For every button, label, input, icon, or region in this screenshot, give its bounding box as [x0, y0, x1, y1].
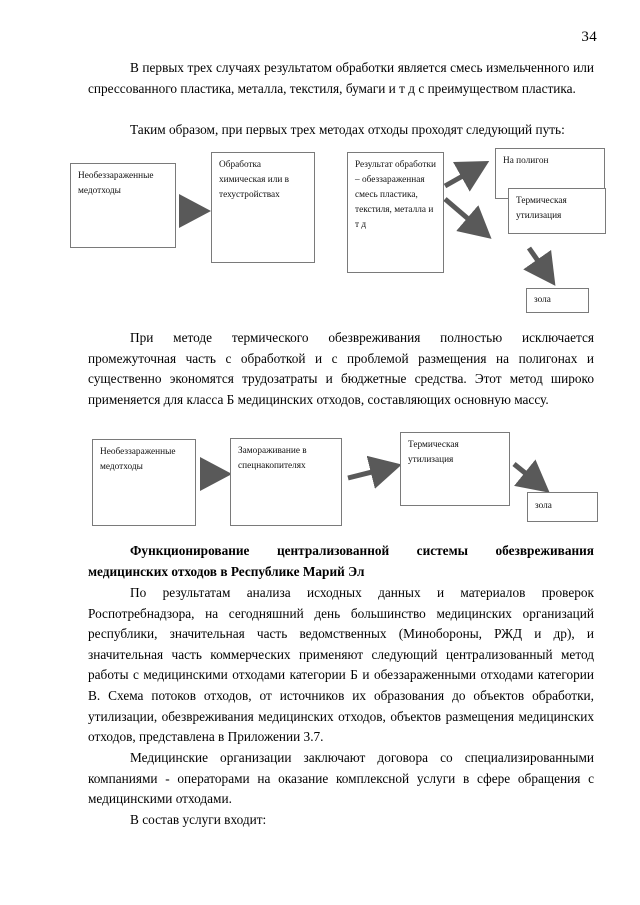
- flowchart-thermal-path: Необеззараженные медотходы Замораживание…: [92, 432, 598, 526]
- paragraph-service-includes: В состав услуги входит:: [130, 812, 267, 827]
- node-untreated-medical-waste: Необеззараженные медотходы: [70, 163, 176, 248]
- node-freezing-in-special-containers: Замораживание в спецнакопителях: [230, 438, 342, 526]
- arrow-d2-n3-to-n4: [512, 459, 550, 493]
- node-d2-thermal-disposal: Термическая утилизация: [400, 432, 510, 506]
- paragraph-first-three-cases: В первых трех случаях результатом обрабо…: [88, 60, 594, 96]
- section-heading: Функционирование централизованной систем…: [88, 543, 594, 579]
- node-chemical-or-device-treatment: Обработка химическая или в техустройства…: [211, 152, 315, 263]
- node-d2-untreated-medical-waste: Необеззараженные медотходы: [92, 439, 196, 526]
- node-thermal-disposal: Термическая утилизация: [508, 188, 606, 234]
- paragraph-contracts-with-operators: Медицинские организации заключают догово…: [88, 750, 594, 807]
- flowchart-processing-path: Необеззараженные медотходы Обработка хим…: [0, 0, 640, 330]
- page-number: 34: [581, 29, 597, 45]
- paragraph-waste-path-intro: Таким образом, при первых трех методах о…: [130, 122, 565, 137]
- node-treatment-result-mixture: Результат обработки – обеззараженная сме…: [347, 152, 444, 273]
- node-d2-ash: зола: [527, 492, 598, 522]
- paragraph-thermal-method: При методе термического обезвреживания п…: [88, 330, 594, 407]
- paragraph-centralized-method: По результатам анализа исходных данных и…: [88, 585, 594, 745]
- arrow-d2-n2-to-n3: [347, 455, 402, 489]
- node-ash: зола: [526, 288, 589, 313]
